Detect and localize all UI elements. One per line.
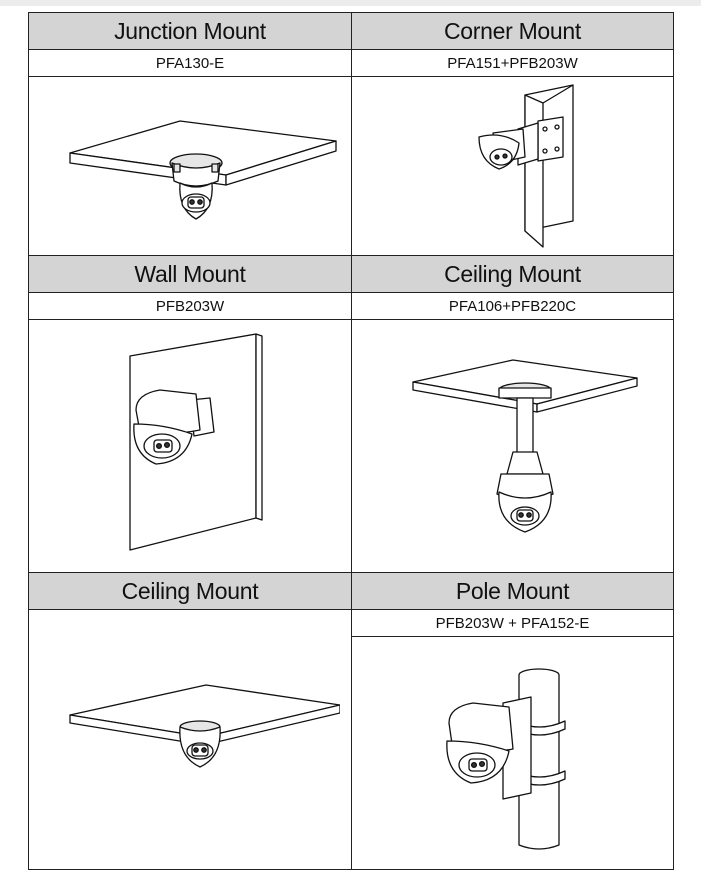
mount-model: PFA151+PFB203W bbox=[352, 50, 673, 77]
mount-title: Wall Mount bbox=[29, 256, 351, 293]
ceiling-mount-illustration bbox=[29, 610, 351, 869]
mount-model: PFA130-E bbox=[29, 50, 351, 77]
corner-mount-illustration bbox=[352, 77, 673, 255]
mount-model: PFA106+PFB220C bbox=[352, 293, 673, 320]
row-divider bbox=[29, 572, 673, 573]
mount-title: Corner Mount bbox=[352, 13, 673, 50]
mount-table: Junction Mount Corner Mount PFA130-E PFA… bbox=[28, 12, 674, 870]
junction-mount-illustration bbox=[29, 77, 351, 255]
mount-title: Pole Mount bbox=[352, 573, 673, 610]
mount-model: PFB203W bbox=[29, 293, 351, 320]
column-divider bbox=[351, 13, 352, 869]
mount-model: PFB203W + PFA152-E bbox=[352, 610, 673, 637]
page-top-rule bbox=[0, 0, 701, 6]
mount-title: Junction Mount bbox=[29, 13, 351, 50]
wall-mount-icon bbox=[129, 332, 263, 551]
pendant-ceiling-mount-icon bbox=[411, 358, 638, 533]
ceiling-mount-icon bbox=[69, 683, 340, 768]
row-divider bbox=[29, 255, 673, 256]
pole-mount-illustration bbox=[352, 637, 673, 869]
mount-title: Ceiling Mount bbox=[352, 256, 673, 293]
pole-mount-icon bbox=[445, 667, 566, 850]
junction-mount-icon bbox=[69, 120, 337, 220]
corner-mount-icon bbox=[477, 84, 574, 248]
pendant-ceiling-mount-illustration bbox=[352, 320, 673, 572]
wall-mount-illustration bbox=[29, 320, 351, 572]
mount-title: Ceiling Mount bbox=[29, 573, 351, 610]
